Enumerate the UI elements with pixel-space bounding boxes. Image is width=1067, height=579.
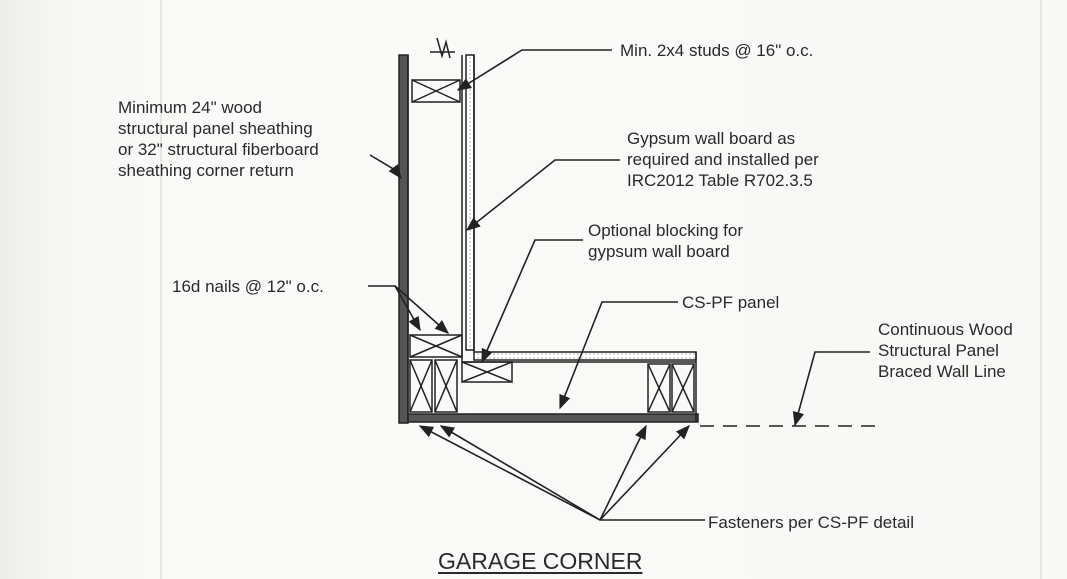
nails-label: 16d nails @ 12" o.c. <box>172 277 324 296</box>
blocking-label-line: Optional blocking for <box>588 221 743 240</box>
paper-crease <box>1040 0 1042 579</box>
gypsum-label-line: required and installed per <box>627 150 819 169</box>
sheathing-label-line: Minimum 24" wood <box>118 98 262 117</box>
braced-wall-label-line: Continuous Wood <box>878 320 1013 339</box>
braced-wall-label-line: Structural Panel <box>878 341 999 360</box>
cspf-panel-label: CS-PF panel <box>682 293 780 312</box>
leader-lines <box>368 49 870 521</box>
gypsum-label-line: Gypsum wall board as <box>627 129 796 148</box>
corner-studs <box>409 334 463 413</box>
diagram-title: GARAGE CORNER <box>438 548 643 574</box>
fasteners-label: Fasteners per CS-PF detail <box>708 513 914 532</box>
braced-wall-label-line: Braced Wall Line <box>878 362 1006 381</box>
sheathing-label-line: sheathing corner return <box>118 161 294 180</box>
paper-crease <box>160 0 162 579</box>
braced-wall-label: Continuous Wood Structural Panel Braced … <box>878 319 1013 382</box>
sheathing-label-line: structural panel sheathing <box>118 119 313 138</box>
vertical-wall <box>398 37 475 424</box>
sheathing-label-line: or 32" structural fiberboard <box>118 140 319 159</box>
blocking-label: Optional blocking for gypsum wall board <box>588 220 743 262</box>
studs-label: Min. 2x4 studs @ 16" o.c. <box>620 41 814 60</box>
gypsum-label-line: IRC2012 Table R702.3.5 <box>627 171 813 190</box>
sheathing-label: Minimum 24" wood structural panel sheath… <box>118 97 319 181</box>
gypsum-label: Gypsum wall board as required and instal… <box>627 128 819 191</box>
horizontal-wall <box>407 351 699 423</box>
blocking-label-line: gypsum wall board <box>588 242 730 261</box>
top-stud <box>411 79 461 103</box>
